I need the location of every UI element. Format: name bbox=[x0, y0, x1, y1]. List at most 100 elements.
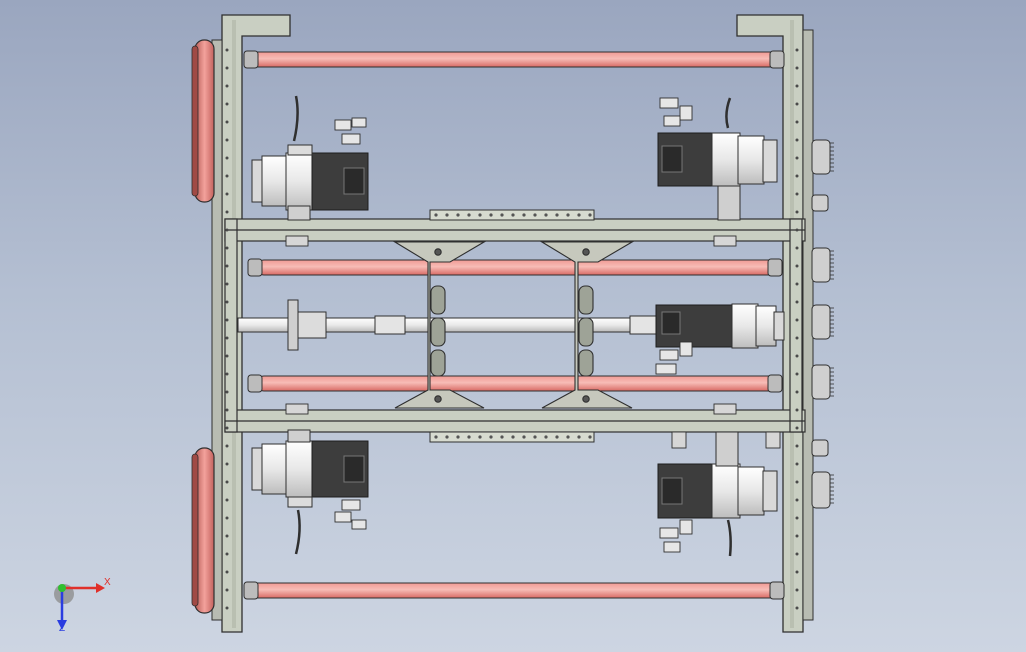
plate-hole bbox=[225, 246, 229, 250]
plate-hole bbox=[225, 210, 229, 214]
perforation-hole bbox=[544, 213, 548, 217]
plate-hole bbox=[225, 156, 229, 160]
plate-hole bbox=[225, 228, 229, 232]
roller-mid-upper bbox=[247, 258, 783, 277]
plate-hole bbox=[795, 408, 799, 412]
plate-hole bbox=[795, 48, 799, 52]
perforation-hole bbox=[566, 435, 570, 439]
perforation-hole bbox=[500, 435, 504, 439]
plate-hole bbox=[225, 426, 229, 430]
plate-hole bbox=[225, 390, 229, 394]
roller-top bbox=[243, 50, 785, 69]
x-axis-label: X bbox=[104, 577, 111, 588]
plate-hole bbox=[795, 138, 799, 142]
plate-hole bbox=[225, 408, 229, 412]
perforation-hole bbox=[445, 435, 449, 439]
plate-hole bbox=[795, 336, 799, 340]
perforation-hole bbox=[445, 213, 449, 217]
plate-hole bbox=[795, 66, 799, 70]
perforation-hole bbox=[533, 213, 537, 217]
plate-hole bbox=[225, 498, 229, 502]
servo-motor-center-right bbox=[655, 303, 785, 349]
perforation-hole bbox=[544, 435, 548, 439]
perforation-hole bbox=[577, 213, 581, 217]
plate-hole bbox=[795, 462, 799, 466]
roller-mid-lower bbox=[247, 374, 783, 393]
servo-motor-upper-left bbox=[251, 95, 369, 221]
plate-hole bbox=[795, 264, 799, 268]
plate-hole bbox=[225, 588, 229, 592]
plate-hole bbox=[225, 48, 229, 52]
perforation-hole bbox=[467, 213, 471, 217]
left-lower-pulley bbox=[191, 447, 215, 614]
plate-hole bbox=[795, 498, 799, 502]
plate-hole bbox=[795, 156, 799, 160]
left-edge-hardware bbox=[211, 39, 223, 621]
center-shaft bbox=[237, 299, 659, 351]
plate-hole bbox=[795, 426, 799, 430]
plate-hole bbox=[225, 336, 229, 340]
plate-hole bbox=[795, 570, 799, 574]
plate-hole bbox=[225, 192, 229, 196]
plate-hole bbox=[225, 354, 229, 358]
perforation-hole bbox=[533, 435, 537, 439]
plate-hole bbox=[795, 102, 799, 106]
plate-hole bbox=[225, 84, 229, 88]
plate-hole bbox=[795, 354, 799, 358]
mount-brackets bbox=[285, 235, 781, 449]
plate-hole bbox=[225, 516, 229, 520]
plate-hole bbox=[795, 192, 799, 196]
central-frame bbox=[224, 218, 806, 433]
plate-hole bbox=[795, 390, 799, 394]
plate-hole bbox=[225, 66, 229, 70]
plate-hole bbox=[795, 588, 799, 592]
perforation-hole bbox=[434, 435, 438, 439]
perforation-hole bbox=[489, 435, 493, 439]
perforation-hole bbox=[522, 213, 526, 217]
left-upper-pulley bbox=[191, 39, 215, 203]
plate-hole bbox=[795, 300, 799, 304]
perforation-hole bbox=[555, 213, 559, 217]
servo-motor-lower-right bbox=[657, 431, 778, 557]
plate-hole bbox=[225, 318, 229, 322]
plate-hole bbox=[795, 210, 799, 214]
perforation-hole bbox=[500, 213, 504, 217]
pneumatic-fittings bbox=[334, 97, 693, 553]
perforation-hole bbox=[588, 435, 592, 439]
plate-hole bbox=[225, 552, 229, 556]
perforation-hole bbox=[478, 213, 482, 217]
roller-bottom bbox=[243, 581, 785, 600]
perforation-hole bbox=[478, 435, 482, 439]
z-axis-label: Z bbox=[59, 623, 66, 634]
plate-hole bbox=[225, 444, 229, 448]
plate-hole bbox=[795, 372, 799, 376]
plate-hole bbox=[225, 480, 229, 484]
y-axis-marker bbox=[58, 584, 66, 592]
plate-hole bbox=[225, 606, 229, 610]
plate-hole bbox=[225, 570, 229, 574]
right-timing-pulleys bbox=[811, 139, 831, 509]
perforation-hole bbox=[566, 213, 570, 217]
perforation-hole bbox=[522, 435, 526, 439]
cross-bracket-left bbox=[393, 241, 487, 409]
plate-hole bbox=[795, 444, 799, 448]
perforation-hole bbox=[511, 435, 515, 439]
plate-hole bbox=[225, 264, 229, 268]
plate-hole bbox=[795, 606, 799, 610]
perforation-hole bbox=[577, 435, 581, 439]
perforation-hole bbox=[467, 435, 471, 439]
plate-hole bbox=[225, 300, 229, 304]
plate-hole bbox=[795, 552, 799, 556]
plate-hole bbox=[795, 246, 799, 250]
perforation-hole bbox=[434, 213, 438, 217]
plate-hole bbox=[225, 120, 229, 124]
plate-hole bbox=[795, 480, 799, 484]
servo-motor-lower-left bbox=[251, 429, 369, 555]
perforation-hole bbox=[456, 213, 460, 217]
plate-hole bbox=[225, 462, 229, 466]
plate-hole bbox=[795, 228, 799, 232]
plate-hole bbox=[795, 516, 799, 520]
perforation-hole bbox=[588, 213, 592, 217]
